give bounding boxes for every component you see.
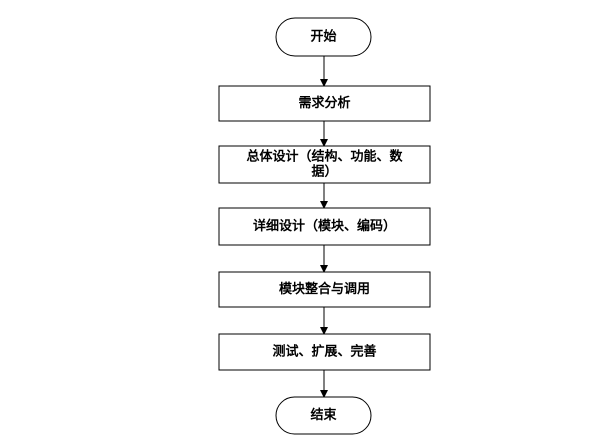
node-requirements: 需求分析	[218, 85, 431, 122]
node-integration: 模块整合与调用	[218, 271, 431, 308]
process-box	[218, 333, 431, 371]
node-label: 总体设计（结构、功能、数	[246, 149, 403, 165]
process-box	[218, 85, 431, 122]
node-label: 结束	[310, 407, 337, 423]
process-box	[218, 207, 431, 246]
node-label: 模块整合与调用	[279, 281, 370, 297]
node-overall-design: 总体设计（结构、功能、数据）	[218, 145, 431, 184]
node-testing: 测试、扩展、完善	[218, 333, 431, 371]
node-label: 据）	[311, 164, 337, 180]
terminal-shape	[275, 396, 372, 435]
process-box	[218, 145, 431, 184]
node-label: 测试、扩展、完善	[272, 344, 376, 360]
node-label: 详细设计（模块、编码）	[253, 218, 396, 234]
node-start: 开始	[275, 17, 372, 57]
node-end: 结束	[275, 396, 372, 435]
node-label: 需求分析	[298, 95, 350, 111]
process-box	[218, 271, 431, 308]
node-label: 开始	[310, 29, 336, 45]
terminal-shape	[275, 17, 372, 57]
node-detailed-design: 详细设计（模块、编码）	[218, 207, 431, 246]
